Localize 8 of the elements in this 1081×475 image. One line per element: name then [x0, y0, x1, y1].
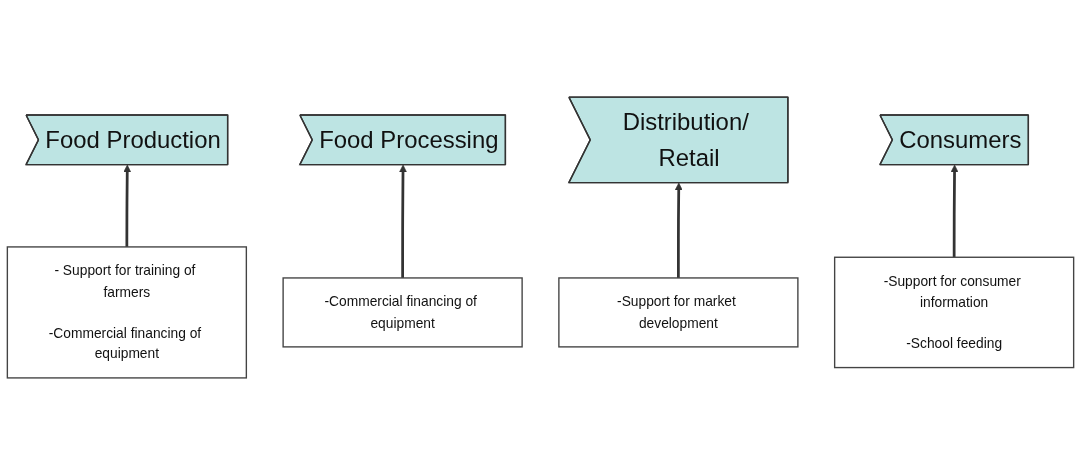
arrow — [123, 164, 132, 247]
arrow — [398, 164, 408, 278]
node-box: -Commercial financing of equipment — [282, 277, 523, 348]
arrow — [950, 164, 959, 258]
node-box: -Support for consumer information -School feeding — [833, 256, 1075, 369]
arrow — [674, 182, 683, 278]
node-box: -Support for market development — [558, 277, 799, 348]
node-box: - Support for training of farmers -Commercial financing of equipment — [6, 246, 248, 379]
